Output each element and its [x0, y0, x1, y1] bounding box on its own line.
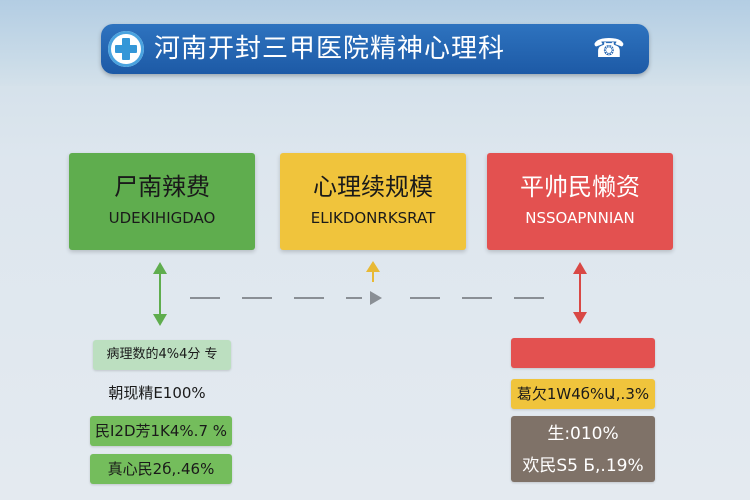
- yellow-arrow-head: [366, 261, 380, 272]
- page-title: 河南开封三甲医院精神心理科: [154, 34, 506, 64]
- left-tag-1: 病理数的4%4分 专: [93, 340, 231, 370]
- right-tag-2: 葛欠1Ԝ4б%Ա,.3%: [511, 379, 655, 409]
- green-arrow-head-down: [153, 314, 167, 326]
- red-arrow-head-down: [573, 312, 587, 324]
- box-red-subtitle: NSSOAPNNIAN: [525, 209, 635, 227]
- box-green-subtitle: UDEKIHIGDAO: [108, 209, 216, 227]
- title-bar: [101, 24, 649, 74]
- box-yellow-title: 心理续规模: [313, 173, 433, 201]
- box-yellow: 心理续规模 ELIKDONRKSRAT: [280, 153, 466, 250]
- right-tag-1: [511, 338, 655, 368]
- box-green-title: 尸南辣费: [114, 173, 210, 201]
- box-green: 尸南辣费 UDEKIHIGDAO: [69, 153, 255, 250]
- right-tag-3-line-2: 欢民S5 Б,.19%: [522, 456, 644, 476]
- red-arrow-head-up: [573, 262, 587, 274]
- left-tag-3: 民I2D芳1K4%.7 %: [90, 416, 232, 446]
- left-tag-2: 朝现精E100%: [108, 384, 206, 402]
- medical-cross-icon: [108, 31, 144, 67]
- right-tag-3: 生:010% 欢民S5 Б,.19%: [511, 416, 655, 482]
- left-tag-4: 真心民2б,.46%: [90, 454, 232, 484]
- box-red-title: 平帅民懒资: [520, 173, 640, 201]
- green-arrow-head-up: [153, 262, 167, 274]
- box-red: 平帅民懒资 NSSOAPNNIAN: [487, 153, 673, 250]
- right-tag-3-line-1: 生:010%: [547, 424, 619, 444]
- dashed-flow-arrowhead: [370, 291, 382, 305]
- box-yellow-subtitle: ELIKDONRKSRAT: [310, 209, 436, 227]
- phone-icon[interactable]: ☎: [592, 34, 626, 64]
